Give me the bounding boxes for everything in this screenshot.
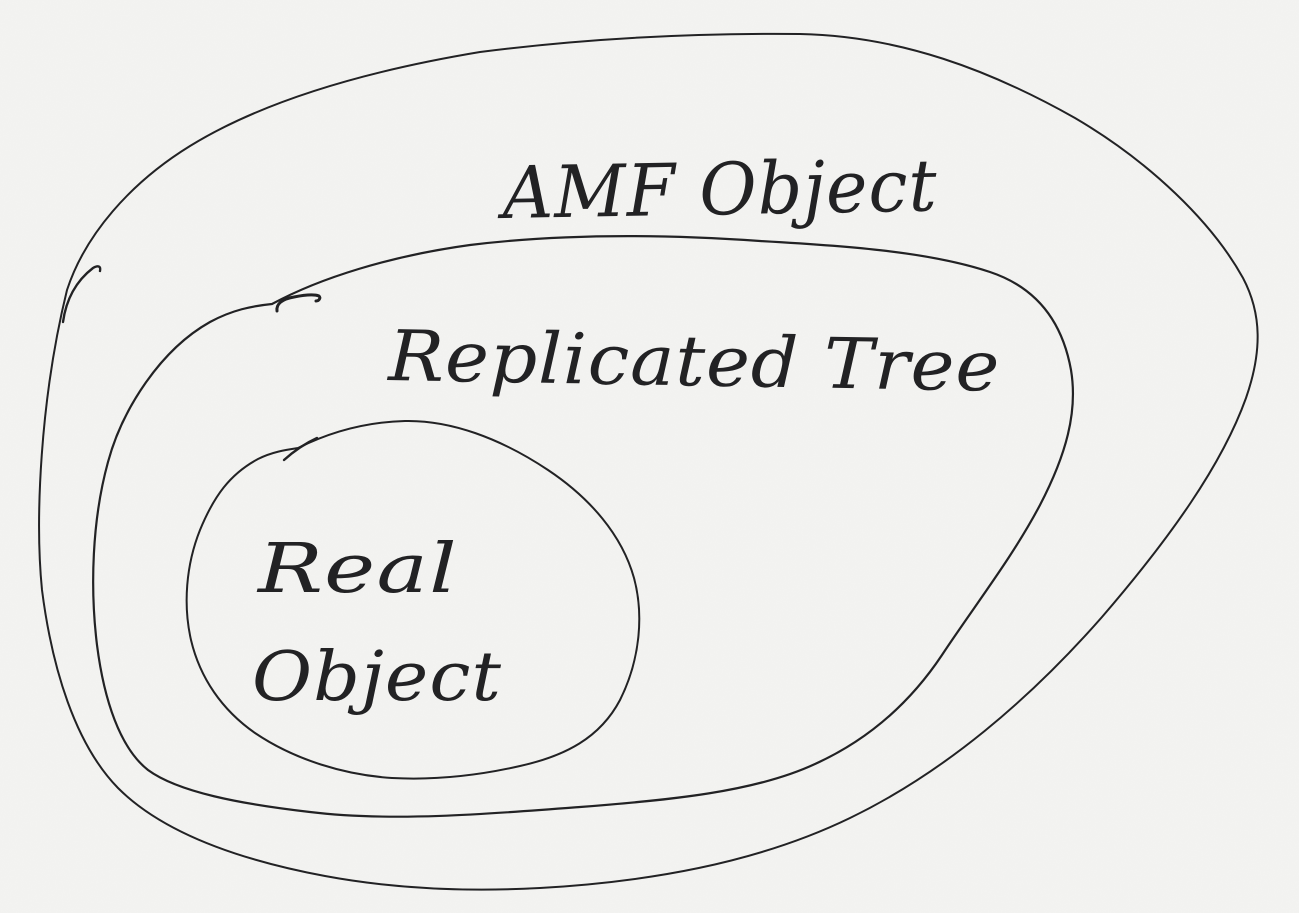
middle-set-outline	[92, 235, 1075, 818]
outer-set-outline	[38, 32, 1259, 891]
outer-set-label: AMF Object	[496, 143, 938, 235]
inner-set-outline	[185, 419, 641, 780]
inner-set-pen-cross	[282, 436, 319, 462]
inner-set-label-line2: Object	[252, 638, 502, 717]
outer-set-pen-hook	[61, 265, 102, 324]
middle-set-pen-mark	[275, 293, 322, 313]
inner-set-label-line1: Real	[255, 530, 458, 609]
middle-set-label: Replicated Tree	[386, 315, 1001, 408]
